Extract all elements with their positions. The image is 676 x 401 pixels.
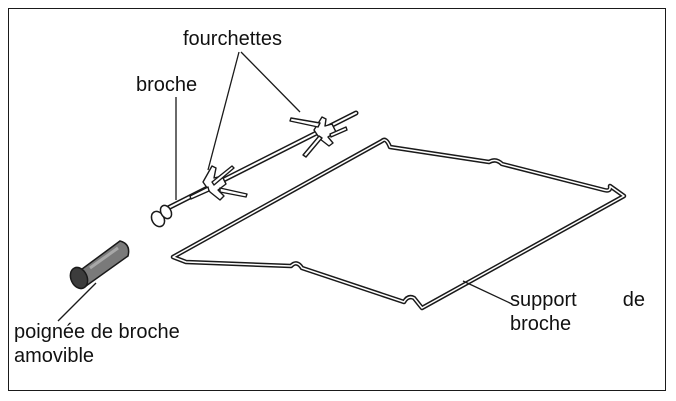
leader-support (462, 280, 513, 305)
label-poignee-line1: poignée de broche (14, 321, 180, 343)
label-support-de-broche: support de broche (510, 288, 645, 336)
leader-fourchettes-front (207, 51, 240, 171)
diagram-frame (8, 8, 666, 391)
leader-lines (57, 51, 513, 322)
label-support-broche: broche (510, 313, 572, 335)
spit-fork-front (189, 165, 248, 201)
spit-support-rack (170, 137, 627, 311)
label-broche: broche (136, 74, 198, 96)
spit-fork-back (289, 116, 348, 158)
removable-handle (69, 240, 130, 290)
leader-fourchettes-back (240, 51, 301, 113)
label-support-word: support (510, 289, 577, 311)
label-fourchettes: fourchettes (183, 28, 282, 50)
leader-poignee (57, 282, 97, 322)
label-support-de: de (622, 289, 645, 311)
label-poignee-line2: amovible (14, 345, 95, 367)
label-poignee-de-broche-amovible: poignée de broche amovible (14, 320, 180, 368)
